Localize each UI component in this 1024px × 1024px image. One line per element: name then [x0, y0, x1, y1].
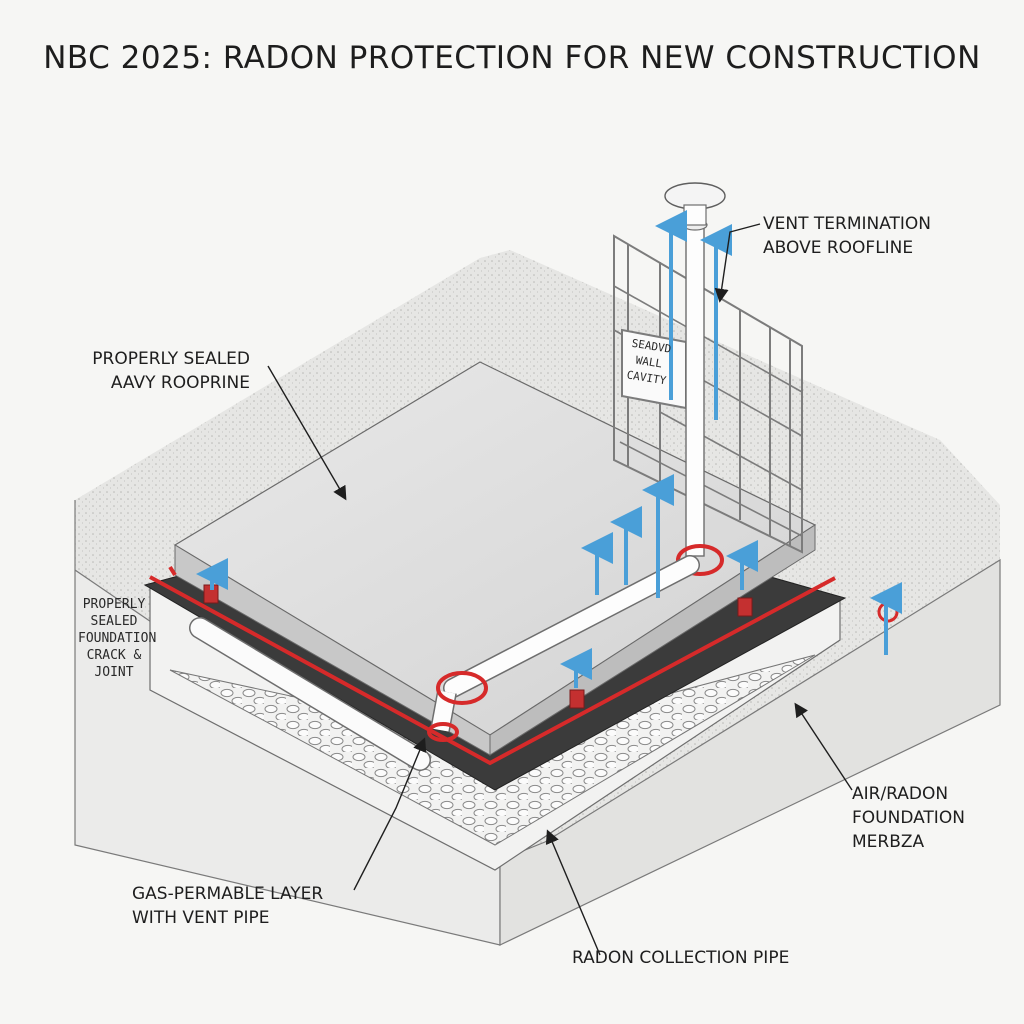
sealed-crack-label: PROPERLY SEALED FOUNDATION CRACK & JOINT: [78, 597, 157, 680]
vent-riser-pipe: [664, 182, 726, 576]
diagram-title: NBC 2025: RADON PROTECTION FOR NEW CONST…: [43, 40, 981, 76]
leader-lines: [267, 223, 853, 956]
collection-pipe: [189, 555, 700, 771]
sealed-cavity-label: PROPERLY SEALED AAVY ROOPRINE: [92, 349, 250, 393]
vent-termination-label: VENT TERMINATION ABOVE ROOFLINE: [763, 214, 932, 258]
collection-pipe-label: RADON COLLECTION PIPE: [572, 948, 790, 968]
airflow-arrows: [196, 210, 902, 688]
membrane-label: AIR/RADON FOUNDATION MERBZA: [852, 784, 965, 852]
gas-layer-label: GAS-PERMABLE LAYER WITH VENT PIPE: [132, 884, 324, 928]
wall-cavity-label: SEADVD WALL CAVITY: [625, 336, 673, 388]
